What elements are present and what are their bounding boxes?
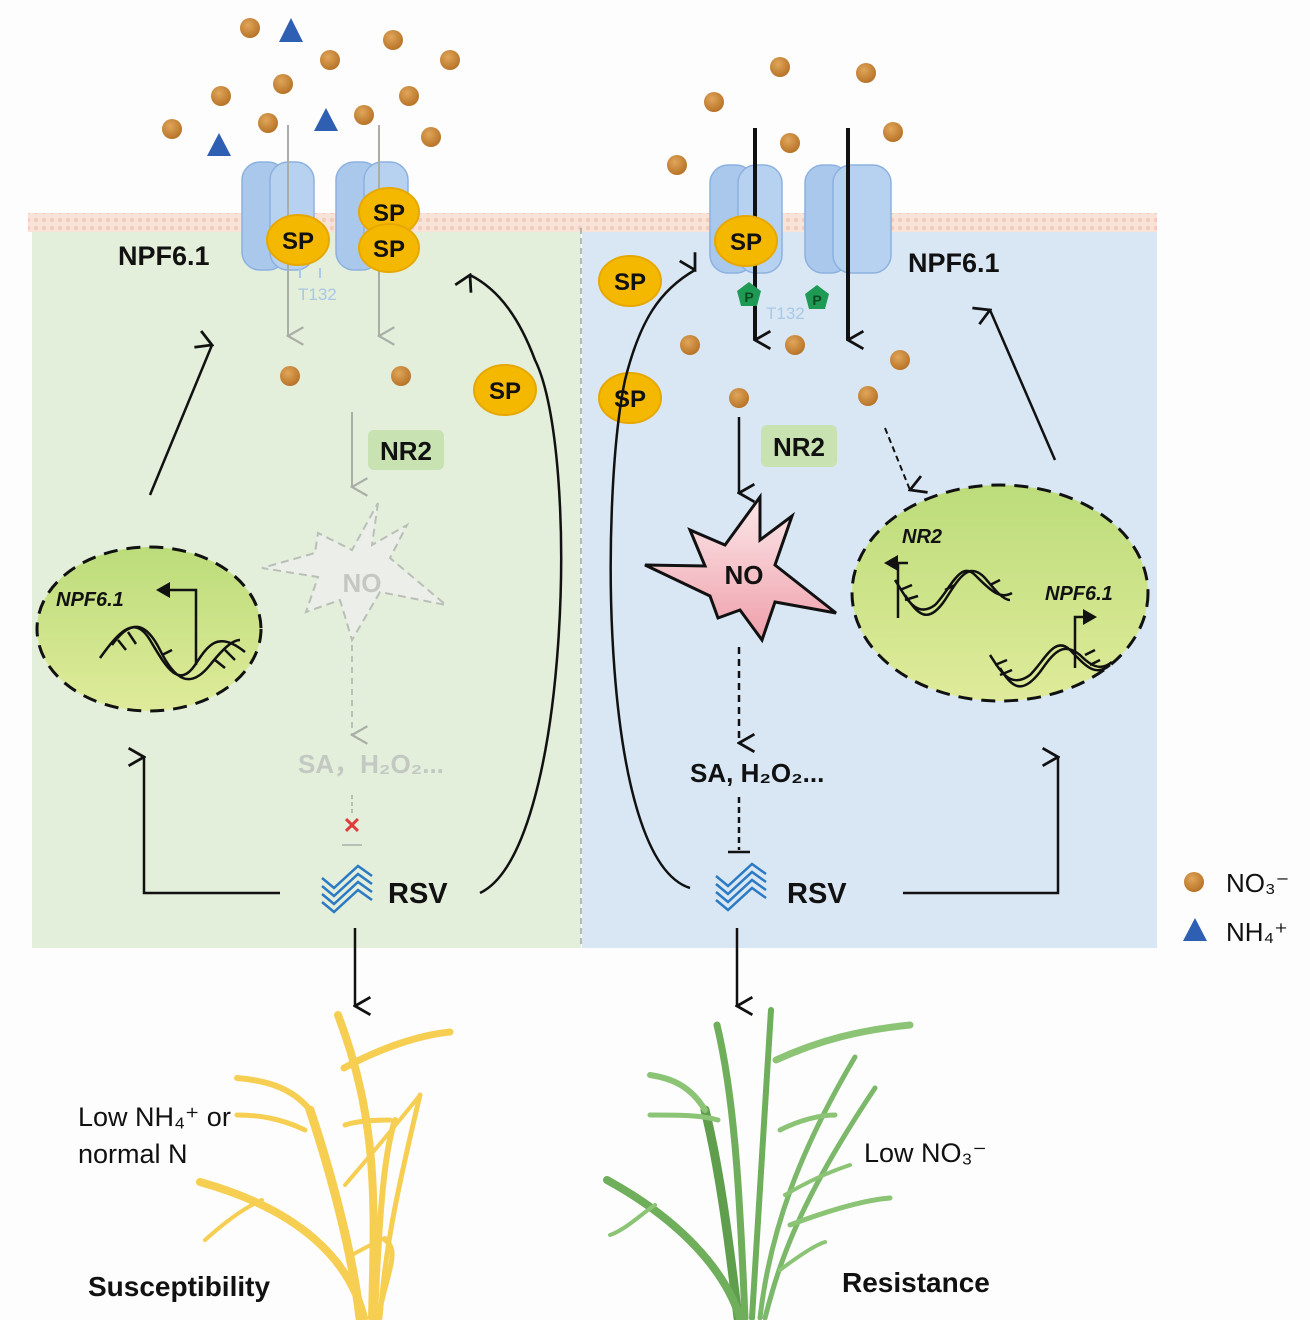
left-no-burst-faded	[261, 502, 447, 643]
svg-text:SP: SP	[373, 236, 405, 263]
nitrate-ion	[383, 30, 403, 50]
ammonium-ion	[314, 108, 338, 131]
sp-protein: SP	[714, 215, 778, 267]
nitrate-ion	[890, 350, 910, 370]
ammonium-ion	[207, 133, 231, 156]
nitrate-ion	[273, 74, 293, 94]
nitrate-ion	[785, 335, 805, 355]
nitrate-ion	[440, 50, 460, 70]
nitrate-ion	[729, 388, 749, 408]
rsv-to-transporter-arrow	[470, 275, 563, 895]
left-nr2-label: NR2	[380, 436, 432, 466]
rsv-to-nucleus-arrow	[903, 757, 1058, 895]
nitrate-ion	[770, 57, 790, 77]
phosphorylation-badge: P	[737, 282, 761, 306]
rsv-to-transporter-arrow	[609, 270, 695, 890]
nitrate-ion	[883, 122, 903, 142]
right-nucleus-gene-nr2: NR2	[902, 526, 942, 548]
dna-helix-icon	[988, 644, 1113, 688]
nitrate-ion	[211, 86, 231, 106]
sp-protein: SP	[598, 372, 662, 424]
ammonium-ion	[279, 18, 303, 42]
rsv-virus-icon	[321, 864, 373, 914]
legend: NO₃⁻ NH₄⁺	[1183, 868, 1289, 947]
svg-text:SP: SP	[614, 269, 646, 296]
right-nr2-label: NR2	[773, 432, 825, 462]
svg-text:P: P	[744, 289, 753, 305]
membrane-band	[28, 213, 1157, 232]
right-nitrate-to-nucleus-arrow	[884, 427, 910, 490]
nitrate-ion	[280, 366, 300, 386]
resistant-plant-illustration	[603, 1007, 914, 1320]
right-transporter-label: NPF6.1	[908, 248, 1000, 278]
left-nucleus	[35, 545, 263, 713]
nitrate-ion	[320, 50, 340, 70]
right-condition-label: Low NO₃⁻	[864, 1138, 987, 1168]
left-outcome-label: Susceptibility	[88, 1271, 270, 1302]
svg-text:SP: SP	[730, 229, 762, 256]
right-nucleus-gene-npf6-1: NPF6.1	[1045, 583, 1113, 605]
promoter-arrowhead	[1083, 609, 1097, 625]
legend-nitrate-icon	[1184, 872, 1204, 892]
right-no-label: NO	[725, 560, 764, 590]
nitrate-ion	[667, 155, 687, 175]
phosphorylation-badge: P	[805, 285, 829, 309]
svg-text:SP: SP	[282, 228, 314, 255]
block-x-icon: ✕	[343, 813, 361, 838]
nucleus-to-transporter-arrow	[148, 345, 212, 496]
left-promoter-arrow	[168, 588, 198, 665]
right-outcome-label: Resistance	[842, 1267, 990, 1298]
left-no-label: NO	[343, 568, 382, 598]
left-nr2-badge	[368, 430, 444, 470]
dna-helix-icon	[893, 569, 1013, 617]
nitrate-ion	[780, 133, 800, 153]
left-condition-label: Low NH₄⁺ or	[78, 1102, 231, 1132]
legend-ammonium-label: NH₄⁺	[1226, 917, 1288, 947]
svg-text:SP: SP	[373, 200, 405, 227]
svg-text:SP: SP	[489, 378, 521, 405]
right-nr2-badge	[761, 425, 837, 467]
right-signals-label: SA, H₂O₂...	[690, 758, 824, 788]
nucleus-to-transporter-arrow	[990, 310, 1057, 461]
left-transporter-label: NPF6.1	[118, 241, 210, 271]
nitrate-ion	[680, 335, 700, 355]
right-t132-label: T132	[766, 304, 805, 323]
nitrate-ion	[421, 127, 441, 147]
left-condition-label-line2: normal N	[78, 1139, 188, 1169]
promoter-arrowhead	[884, 555, 898, 571]
nitrate-ion	[258, 113, 278, 133]
left-signals-label: SA，H₂O₂...	[298, 749, 444, 779]
sp-protein: SP	[358, 223, 420, 273]
left-extracellular-ions	[162, 18, 460, 156]
nitrate-ion	[391, 366, 411, 386]
dna-helix-icon	[98, 625, 246, 681]
nitrate-ion	[240, 18, 260, 38]
right-rsv-label: RSV	[787, 878, 847, 910]
nitrate-ion	[354, 105, 374, 125]
left-t132-label: T132	[298, 285, 337, 304]
nitrate-ion	[858, 386, 878, 406]
svg-text:P: P	[812, 292, 821, 308]
legend-nitrate-label: NO₃⁻	[1226, 868, 1289, 898]
legend-ammonium-icon	[1183, 918, 1207, 941]
susceptible-plant-illustration	[196, 1011, 454, 1320]
left-nucleus-gene-label: NPF6.1	[56, 589, 124, 611]
left-rsv-label: RSV	[388, 878, 448, 910]
right-extracellular-ions	[667, 57, 903, 175]
nitrate-ion	[704, 92, 724, 112]
right-intracellular-ions	[680, 335, 910, 408]
nitrate-ion	[162, 119, 182, 139]
rsv-virus-icon	[715, 862, 767, 912]
sp-protein: SP	[473, 364, 537, 416]
sp-protein: SP	[266, 214, 330, 266]
promoter-arrowhead	[156, 582, 170, 598]
right-no-burst	[644, 492, 837, 644]
nitrate-ion	[399, 86, 419, 106]
rsv-to-nucleus-arrow	[144, 757, 280, 895]
sp-protein: SP	[358, 187, 420, 237]
nitrate-ion	[856, 63, 876, 83]
sp-protein: SP	[598, 255, 662, 307]
